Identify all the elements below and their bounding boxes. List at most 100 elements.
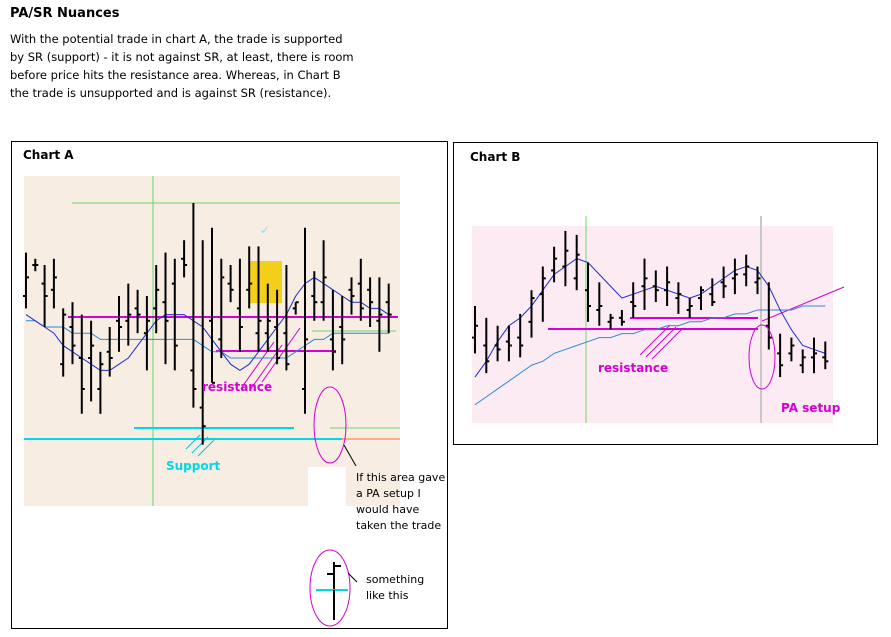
intro-paragraph: With the potential trade in chart A, the… bbox=[10, 32, 354, 100]
chart-b-trend-line bbox=[761, 286, 845, 322]
chart-a-bar-32 bbox=[311, 271, 318, 321]
chart-b-setup-label: PA setup bbox=[781, 401, 841, 415]
chart-a-bar-31 bbox=[302, 227, 308, 414]
chart-a-bar-6 bbox=[69, 302, 76, 365]
chart-b-bar-6 bbox=[528, 290, 535, 338]
page-title: PA/SR Nuances bbox=[10, 6, 120, 21]
chart-a-panel: Chart A ✓ bbox=[11, 141, 448, 629]
chart-a-bar-36 bbox=[348, 277, 355, 315]
chart-a-bar-2 bbox=[32, 258, 39, 272]
chart-a-trade-area-ellipse bbox=[313, 386, 347, 464]
chart-b-bar-10 bbox=[573, 234, 580, 291]
chart-b-bar-1 bbox=[472, 306, 478, 354]
chart-b-bar-22 bbox=[709, 278, 716, 306]
chart-a-example-pointer bbox=[347, 572, 358, 583]
chart-a-resistance-pointer-3 bbox=[261, 327, 301, 383]
chart-b-bar-24 bbox=[731, 258, 738, 295]
chart-b-ma-fast-line bbox=[474, 258, 826, 378]
chart-b-bar-18 bbox=[664, 266, 671, 306]
chart-b-setup-ellipse bbox=[748, 324, 776, 390]
chart-b-bar-32 bbox=[822, 341, 829, 370]
chart-b-bar-9 bbox=[562, 230, 569, 287]
chart-b-bar-13 bbox=[607, 313, 614, 330]
chart-b-bar-30 bbox=[799, 349, 806, 374]
chart-a-bar-38 bbox=[367, 277, 374, 327]
chart-b-bar-23 bbox=[720, 266, 727, 299]
chart-a-ma-slow-line bbox=[26, 320, 389, 359]
chart-a-bar-4 bbox=[50, 258, 57, 309]
chart-a-bar-16 bbox=[162, 252, 169, 365]
chart-b-resistance-pointer-1 bbox=[639, 324, 671, 356]
chart-a-support-pointer-3 bbox=[197, 439, 215, 457]
chart-a-bars bbox=[23, 203, 392, 445]
chart-b-bar-28 bbox=[777, 333, 784, 378]
chart-a-support-pointer-2 bbox=[191, 436, 209, 454]
chart-b-bar-11 bbox=[585, 262, 591, 322]
chart-a-bar-20 bbox=[199, 240, 206, 445]
chart-a-bar-17 bbox=[171, 258, 178, 371]
chart-b-resistance-pointer-3 bbox=[651, 328, 683, 360]
chart-b-bar-26 bbox=[754, 266, 761, 295]
chart-a-bar-11 bbox=[116, 296, 122, 352]
chart-b-bar-17 bbox=[652, 270, 659, 303]
chart-b-moving-averages bbox=[474, 258, 826, 406]
chart-a-bar-1 bbox=[23, 252, 29, 309]
chart-b-bar-20 bbox=[686, 298, 693, 318]
chart-a-bar-30 bbox=[292, 301, 299, 315]
chart-a-bar-34 bbox=[329, 289, 336, 371]
chart-a-bar-9 bbox=[97, 351, 104, 414]
chart-b-background bbox=[472, 226, 833, 423]
chart-a-blank-area bbox=[308, 467, 346, 506]
chart-a-bar-28 bbox=[274, 289, 281, 365]
chart-a-bar-19 bbox=[190, 203, 197, 408]
chart-a-bar-23 bbox=[227, 265, 234, 303]
chart-a-support-label: Support bbox=[166, 459, 221, 473]
chart-a-bar-15 bbox=[153, 265, 160, 334]
chart-a-bar-18 bbox=[181, 240, 188, 278]
chart-a-bar-29 bbox=[283, 265, 290, 371]
chart-b-bar-3 bbox=[494, 325, 501, 362]
chart-b-bar-25 bbox=[743, 254, 750, 287]
chart-b-bar-16 bbox=[641, 258, 648, 310]
chart-a-ma-fast-line bbox=[25, 276, 389, 372]
chart-b-resistance-label: resistance bbox=[598, 361, 669, 375]
chart-b-bar-2 bbox=[483, 317, 490, 374]
chart-a-bar-33 bbox=[320, 240, 327, 321]
chart-a-bar-22 bbox=[218, 258, 225, 358]
chart-b-bar-5 bbox=[517, 313, 524, 358]
chart-a-note-label: If this area gave a PA setup I would hav… bbox=[356, 471, 446, 532]
chart-b-title: Chart B bbox=[470, 150, 521, 164]
chart-b-bar-31 bbox=[811, 337, 817, 374]
chart-b-bars bbox=[472, 230, 829, 378]
chart-a-bar-12 bbox=[125, 283, 132, 346]
chart-a-bar-39 bbox=[376, 277, 383, 352]
chart-a-bar-37 bbox=[357, 258, 364, 321]
chart-a-bar-7 bbox=[78, 314, 85, 414]
chart-b-bar-8 bbox=[551, 246, 558, 283]
chart-b-bar-14 bbox=[618, 309, 625, 326]
chart-a-svg: ✓ bbox=[23, 176, 400, 627]
chart-a-resistance-label: resistance bbox=[202, 380, 273, 394]
chart-a-bar-24 bbox=[236, 258, 243, 352]
chart-a-example-label: something like this bbox=[366, 573, 425, 602]
chart-a-bar-25 bbox=[246, 246, 253, 309]
chart-a-support-pointer-1 bbox=[185, 434, 201, 450]
chart-b-bar-27 bbox=[765, 282, 772, 350]
chart-b-bar-15 bbox=[630, 282, 637, 318]
chart-b-panel: Chart B resistance PA setup bbox=[453, 142, 878, 445]
chart-a-bar-13 bbox=[134, 289, 141, 334]
chart-b-bar-7 bbox=[539, 266, 546, 322]
chart-b-bar-4 bbox=[505, 325, 512, 362]
chart-b-bar-19 bbox=[675, 282, 682, 314]
chart-a-bar-35 bbox=[339, 296, 346, 365]
chart-b-bar-21 bbox=[698, 286, 704, 310]
chart-b-resistance-pointer-2 bbox=[645, 326, 677, 358]
chart-b-bar-12 bbox=[596, 282, 603, 326]
chart-a-note-pointer bbox=[343, 444, 357, 467]
chart-a-bar-8 bbox=[88, 320, 95, 402]
chart-b-svg bbox=[472, 216, 845, 423]
chart-a-bar-27 bbox=[264, 283, 271, 352]
chart-a-moving-averages bbox=[25, 276, 389, 372]
chart-a-bar-3 bbox=[41, 265, 48, 327]
chart-a-bar-40 bbox=[385, 283, 392, 334]
